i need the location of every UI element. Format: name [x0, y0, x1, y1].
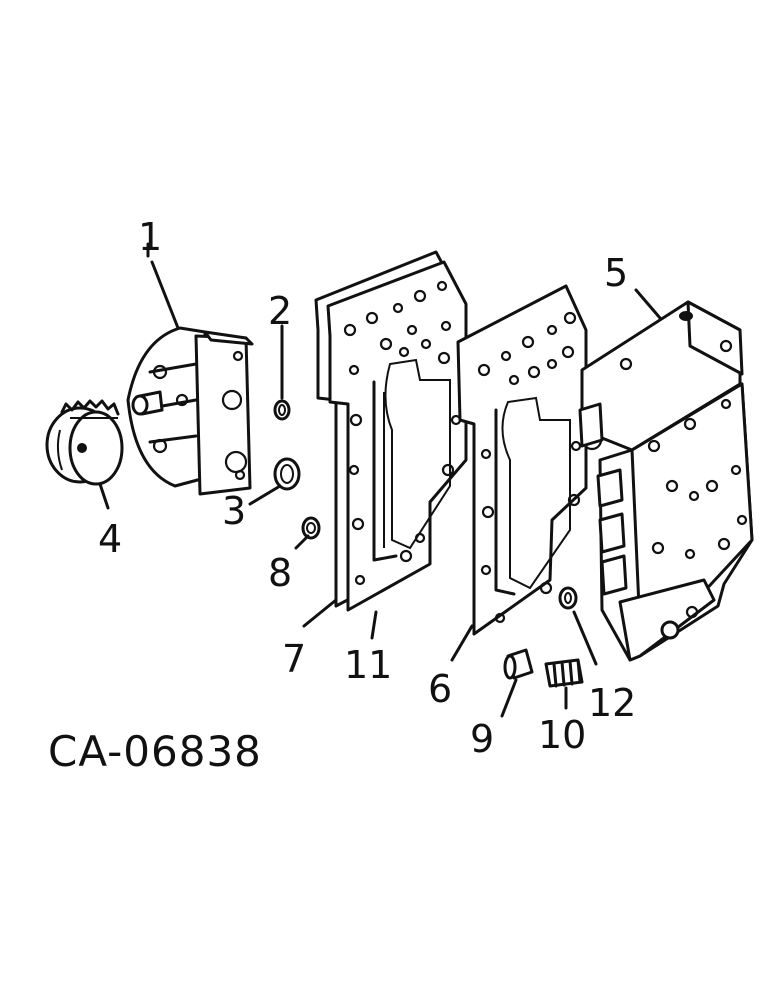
callout-7: 7	[282, 637, 306, 681]
callout-10: 10	[538, 713, 586, 757]
callout-1: 1	[138, 215, 162, 259]
leader-lines	[98, 242, 662, 718]
callout-9: 9	[470, 717, 494, 761]
part-2-ring	[273, 399, 291, 421]
part-4-gear	[45, 399, 124, 486]
callout-6: 6	[428, 667, 452, 711]
part-9-plug	[503, 648, 534, 680]
callout-labels: 1 2 3 4 5 6 7 8 9 10 11 12	[98, 215, 636, 761]
part-1-pump	[126, 326, 254, 496]
callout-3: 3	[222, 489, 246, 533]
callout-2: 2	[268, 289, 292, 333]
drawing-code-label: CA-06838	[48, 727, 262, 776]
part-12-oring	[558, 586, 578, 610]
part-10-spring	[544, 658, 584, 688]
callout-8: 8	[268, 551, 292, 595]
callout-11: 11	[344, 643, 392, 687]
part-11-separator-plate	[326, 260, 468, 612]
part-6-gasket	[456, 284, 588, 636]
callout-4: 4	[98, 517, 122, 561]
callout-12: 12	[588, 681, 636, 725]
callout-5: 5	[604, 251, 628, 295]
part-3-seal	[273, 457, 301, 491]
part-8-oring	[301, 516, 321, 540]
part-5-valve-body	[578, 300, 754, 662]
